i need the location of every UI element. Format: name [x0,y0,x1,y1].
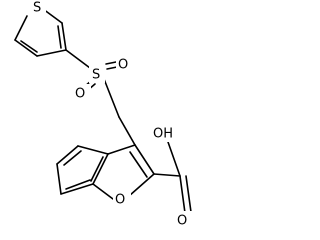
sulfonyl-oxygen-top-bg [116,55,134,73]
bond-c5-c6 [56,163,62,195]
bond-thiophene-c4-c5-double [20,40,38,53]
bond-benzene-inner-c4-c5 [63,150,82,166]
bond-sulfonyl-methylene [103,78,120,118]
bond-c2-carboxyl [153,173,181,177]
bond-c3-c3a [107,144,136,155]
carbonyl-oxygen-bg [175,211,193,229]
bond-sulfonyl-oxygen-top-a [105,61,117,65]
bond-thiophene-c5-c4 [14,39,38,57]
bond-c2-c3-double [129,151,148,178]
bond-c2-o [128,173,155,197]
bond-c3-c2 [134,144,155,175]
thiophene-sulfur-label: S [33,1,41,16]
bond-thiophene-c2-c3-double [57,25,62,49]
bond-c3a-c7a [92,153,109,185]
bond-c6-c7 [60,183,94,195]
bond-methylene-c3 [118,116,136,146]
chemical-structure: S S O O O OH O [14,0,193,229]
bond-benzene-inner-c6-c7 [65,179,91,190]
bond-carboxyl-hydroxyl [167,141,181,177]
benzofuran-core [56,116,155,200]
bond-thiophene-sulfonyl [65,49,91,69]
bond-thiophene-c3-c2 [61,22,67,51]
furan-oxygen-label: O [115,193,125,208]
atom-labels: S S O O O OH O [30,0,193,229]
hydroxyl-bg [151,124,179,142]
bond-carboxyl-oxygen-a [179,175,186,214]
sulfonyl-sulfur-label: S [92,68,100,83]
carbonyl-oxygen-label: O [177,214,187,229]
thiophene-sulfur-bg [30,0,46,16]
bond-c4-c5 [56,145,79,165]
bond-thiophene-s-c5 [14,15,28,41]
bond-sulfonyl-oxygen-top-b [106,66,118,70]
sulfonyl-oxygen-bottom-bg [73,84,91,102]
thiophene-ring [14,8,67,57]
bond-thiophene-c4-c3 [36,49,67,57]
carboxylic-acid-group [153,141,192,214]
bond-carboxyl-oxygen-b [185,175,192,213]
bond-c3a-c4 [77,145,109,155]
bond-thiophene-c2-s [42,8,63,24]
furan-oxygen-bg [113,190,131,208]
sulfonyl-oxygen-top-label: O [118,58,128,73]
bond-o-c7a [92,183,114,200]
sulfonyl-oxygen-bottom-label: O [75,87,85,102]
bond-benzene-inner-c3a-c7a [90,156,104,182]
sulfonyl-sulfur-bg [89,65,105,83]
hydroxyl-label: OH [153,127,173,142]
